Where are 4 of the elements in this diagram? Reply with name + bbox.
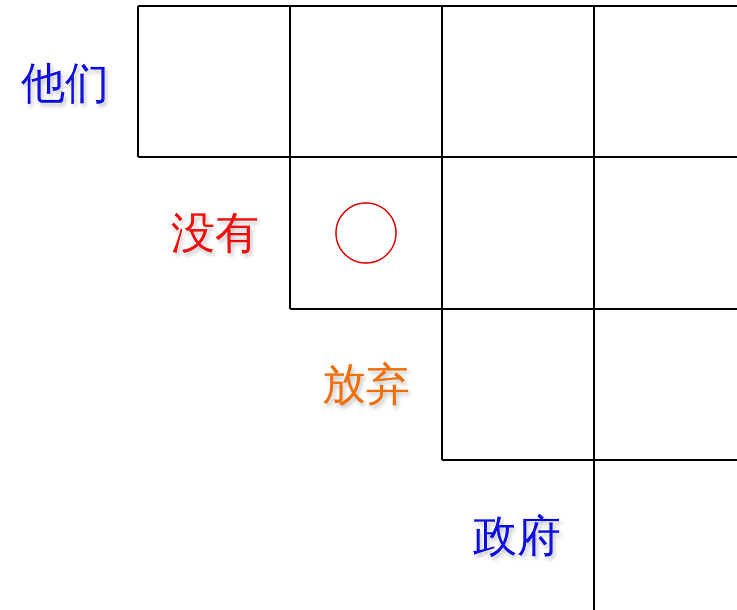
word-label: 没有 xyxy=(171,212,259,256)
word-label: 放弃 xyxy=(322,363,410,407)
word-label: 他们 xyxy=(21,62,109,106)
word-label: 政府 xyxy=(473,515,561,559)
